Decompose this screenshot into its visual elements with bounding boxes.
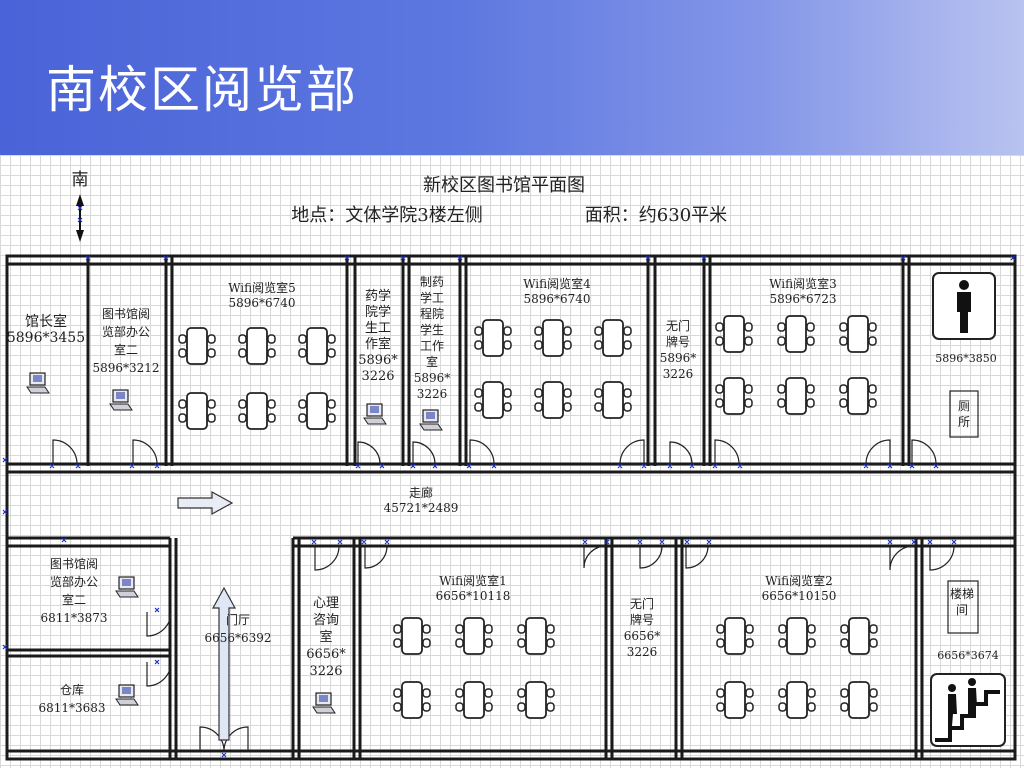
room-label-counseling: 心理咨询室 6656* 3226 [306, 596, 346, 679]
plan-title: 新校区图书馆平面图 [423, 175, 585, 196]
room-label-line: 3226 [663, 367, 694, 381]
room-label-office-2: 图书馆阅览部办公室二 6811*3873 [40, 556, 107, 625]
room-label-line: 馆长室 [25, 313, 67, 330]
walls [5, 254, 1017, 761]
slide-title: 南校区阅览部 [46, 61, 358, 119]
room-label-line: 作室 [365, 336, 391, 352]
room-label-line: 6656* [624, 629, 661, 643]
room-label-line: 图书馆阅 [102, 306, 150, 321]
room-label-line: 5896* [358, 353, 398, 368]
room-label-line: 5896*3455 [7, 330, 85, 346]
room-label-storage: 仓库 6811*3683 [38, 682, 105, 715]
room-label-line: 3226 [627, 645, 658, 659]
room-label-line: Wifi阅览室4 [523, 276, 591, 291]
room-label-line: Wifi阅览室2 [765, 573, 833, 588]
room-label-line: 药学 [365, 288, 391, 304]
room-label-line: 3226 [361, 369, 394, 384]
room-label-line: 6656*3674 [937, 649, 999, 662]
room-label-line: 生工 [365, 321, 391, 336]
room-label-line: 室 [319, 629, 332, 645]
room-label-line: Wifi阅览室1 [439, 573, 507, 588]
room-label-line: 5896* [660, 351, 697, 365]
room-label-line: 5896* [414, 371, 451, 385]
room-label-line: 3226 [417, 387, 448, 401]
room-label-restroom-size: 5896*3850 [935, 352, 997, 365]
room-label-line: 院学 [365, 304, 391, 320]
room-label-line: 学生 [420, 322, 444, 337]
stairwell-box [947, 580, 979, 634]
room-label-no-door-2: 无门牌号 6656* 3226 [624, 596, 661, 659]
room-label-line: 室 [426, 354, 438, 369]
room-label-line: 楼梯 [950, 586, 974, 601]
room-label-line: 5896*3212 [92, 361, 159, 375]
room-label-line: 图书馆阅 [50, 556, 98, 571]
room-label-restroom: 厕所 [958, 399, 970, 429]
room-label-line: 学工 [420, 290, 444, 305]
room-label-line: 5896*6740 [523, 292, 590, 306]
room-label-line: 5896*6740 [228, 296, 295, 310]
room-label-line: 制药 [420, 275, 444, 289]
room-label-line: 览部办公 [50, 574, 98, 589]
room-label-line: 室二 [62, 592, 86, 607]
room-label-line: 5896*6723 [769, 292, 836, 306]
door-markers [2, 205, 1016, 758]
room-label-line: 5896*3850 [935, 352, 997, 365]
room-label-line: 45721*2489 [384, 501, 459, 515]
room-label-line: 程院 [420, 306, 444, 321]
room-label-line: 览部办公 [102, 324, 150, 339]
doors [52, 439, 955, 752]
room-label-line: 所 [958, 415, 970, 429]
room-label-line: 6811*3873 [40, 611, 107, 625]
room-label-stairwell: 楼梯间 [950, 586, 974, 617]
room-label-line: 门厅 [226, 612, 250, 627]
direction-arrow-icon [177, 490, 237, 741]
room-label-line: Wifi阅览室5 [228, 280, 296, 295]
room-label-line: 无门 [630, 596, 654, 611]
restroom-box [949, 390, 979, 438]
room-label-hall: 门厅 6656*6392 [204, 612, 271, 645]
room-label-line: 间 [956, 603, 968, 617]
room-label-line: 咨询 [313, 613, 339, 628]
room-label-line: 走廊 [409, 485, 433, 500]
room-label-line: 牌号 [630, 613, 654, 627]
room-label-line: 6656* [306, 647, 346, 662]
table-with-chairs-icon [178, 315, 878, 719]
stairs-icon [930, 673, 1006, 747]
room-label-line: 3226 [309, 664, 342, 679]
room-label-line: 6656*6392 [204, 631, 271, 645]
room-label-office-1: 图书馆阅览部办公室二 5896*3212 [92, 306, 159, 375]
room-label-line: 室二 [114, 342, 138, 357]
room-label-line: 6811*3683 [38, 701, 105, 715]
north-arrow-icon [76, 194, 84, 242]
restroom-man-icon [932, 272, 996, 340]
room-label-no-door-1: 无门牌号 5896* 3226 [660, 318, 697, 381]
room-label-line: 6656*10150 [762, 589, 837, 603]
compass-label: 南 [72, 170, 89, 190]
room-label-line: 工作 [420, 339, 444, 353]
room-label-line: 6656*10118 [436, 589, 511, 603]
room-label-line: 牌号 [666, 335, 690, 349]
plan-location: 地点：文体学院3楼左侧 [291, 205, 482, 226]
plan-area-size: 面积：约630平米 [585, 205, 727, 226]
room-label-pharma-eng-studio: 制药学工程院学生工作室 5896* 3226 [414, 275, 451, 401]
room-label-line: 厕 [958, 399, 970, 413]
room-label-line: Wifi阅览室3 [769, 276, 837, 291]
room-label-line: 无门 [666, 318, 690, 333]
room-label-line: 仓库 [60, 682, 84, 697]
slide-header: 南校区阅览部 [0, 0, 1024, 155]
room-label-line: 心理 [313, 596, 339, 611]
room-label-stairwell-size: 6656*3674 [937, 649, 999, 662]
